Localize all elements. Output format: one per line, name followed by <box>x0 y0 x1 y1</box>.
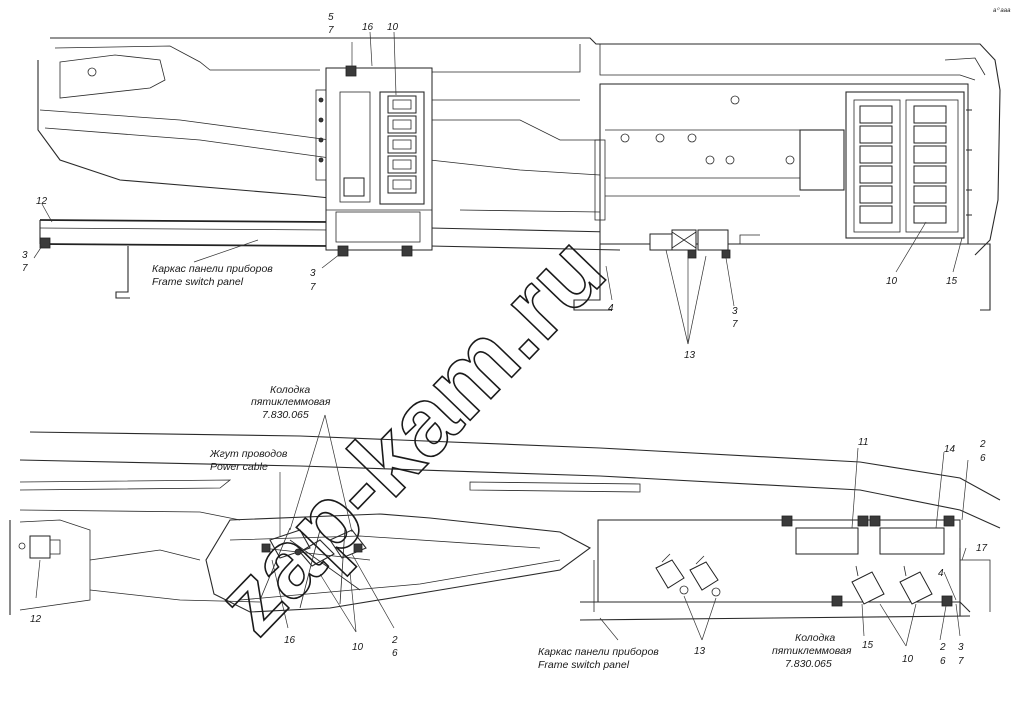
callout-3: 3 <box>732 306 738 317</box>
callout-12: 12 <box>36 196 48 207</box>
connectors-15 <box>831 565 953 607</box>
callout-10: 10 <box>387 22 399 33</box>
callout-7: 7 <box>732 319 738 330</box>
callout-10: 10 <box>886 276 898 287</box>
callout-4: 4 <box>608 303 614 314</box>
callout-16: 16 <box>284 635 296 646</box>
callout-3: 3 <box>310 268 316 279</box>
connector-label-ru: Колодка <box>795 632 835 644</box>
callout-12: 12 <box>30 614 42 625</box>
connector-label-ru: пятиклеммовая <box>251 396 331 408</box>
connector-code: 7.830.065 <box>785 658 832 670</box>
callout-7: 7 <box>22 263 28 274</box>
callout-3: 3 <box>958 642 964 653</box>
harness-connectors-left <box>259 527 371 609</box>
frame-label-en: Frame switch panel <box>152 276 244 288</box>
harness-label-en: Power cable <box>210 461 268 473</box>
relay-stack-right <box>859 105 947 224</box>
callout-2: 2 <box>939 642 946 653</box>
callout-2: 2 <box>391 635 398 646</box>
callout-15: 15 <box>946 276 958 287</box>
frame-label-ru: Каркас панели приборов <box>152 263 273 275</box>
callout-10: 10 <box>902 654 914 665</box>
callout-6: 6 <box>980 453 986 464</box>
callout-7: 7 <box>328 25 334 36</box>
connector-label-ru: Колодка <box>270 384 310 396</box>
callout-15: 15 <box>862 640 874 651</box>
callout-5: 5 <box>328 12 334 23</box>
callout-4: 4 <box>938 568 944 579</box>
frame-label-en: Frame switch panel <box>538 659 630 671</box>
callout-16: 16 <box>362 22 374 33</box>
connector-label-ru: пятиклеммовая <box>772 645 852 657</box>
relay-stack-top-left <box>387 95 417 194</box>
callout-2: 2 <box>979 439 986 450</box>
callout-17: 17 <box>976 543 988 554</box>
callout-6: 6 <box>392 648 398 659</box>
callout-13: 13 <box>684 350 696 361</box>
corner-mark: а⁰ ааа <box>993 7 1011 14</box>
callout-11: 11 <box>858 437 868 448</box>
callout-6: 6 <box>940 656 946 667</box>
frame-label-ru: Каркас панели приборов <box>538 646 659 658</box>
bottom-view: Колодка пятиклеммовая 7.830.065 Жгут про… <box>9 384 1001 671</box>
callout-14: 14 <box>944 444 956 455</box>
callout-10: 10 <box>352 642 364 653</box>
connector-code: 7.830.065 <box>262 409 309 421</box>
callout-7: 7 <box>958 656 964 667</box>
callout-13: 13 <box>694 646 706 657</box>
connectors-13 <box>655 553 721 597</box>
harness-label-ru: Жгут проводов <box>209 448 288 460</box>
callout-7: 7 <box>310 282 316 293</box>
callout-3: 3 <box>22 250 28 261</box>
top-view: 5 7 16 10 12 3 7 3 7 4 3 7 13 10 15 Карк… <box>22 12 1001 361</box>
